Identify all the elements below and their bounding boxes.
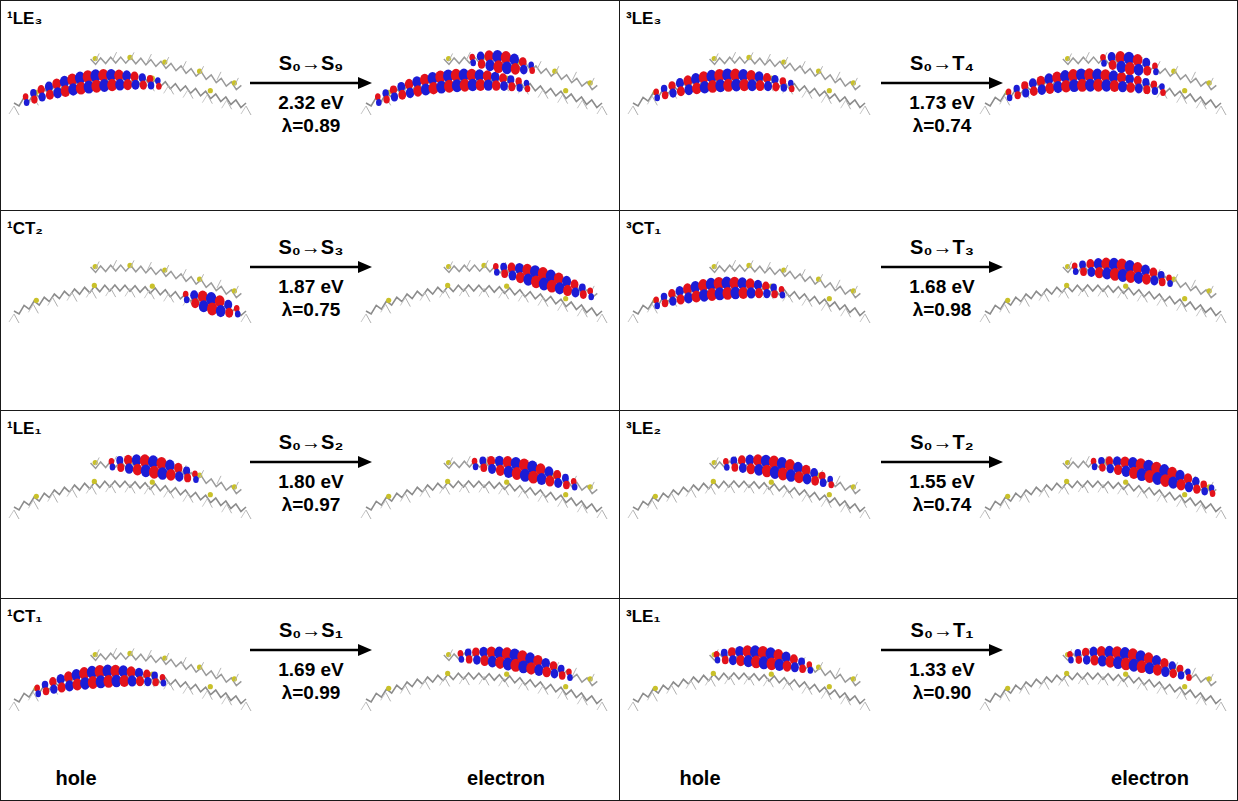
molecule-pair [9,260,607,323]
molecule-pair [628,258,1226,323]
molecule-pair [628,454,1226,519]
lambda-value: λ=0.74 [913,495,972,516]
transition-label: S₀→S₂ [279,431,344,453]
transition-label: S₀→T₄ [910,52,974,74]
molecule-pair [628,51,1226,115]
molecule-pair [9,454,607,519]
transition-label: S₀→S₃ [279,236,344,258]
transition-arrow [881,461,991,464]
transition-arrow [881,649,991,652]
state-label: ³LE₂ [626,419,661,439]
energy-value: 1.87 eV [278,277,344,298]
transition-arrow [250,266,360,269]
lambda-value: λ=0.75 [282,300,341,321]
lambda-value: λ=0.98 [913,300,972,321]
energy-value: 2.32 eV [278,93,344,114]
column-label: hole [679,767,720,789]
transition-arrow [250,461,360,464]
transition-label: S₀→S₁ [279,619,343,641]
state-label: ¹CT₁ [7,607,42,627]
state-label: ³LE₃ [626,9,661,29]
arrow-head [358,456,372,468]
energy-value: 1.69 eV [278,660,344,681]
column-label: electron [467,767,545,789]
transition-arrow [250,82,360,85]
transition-arrow [881,82,991,85]
molecule-pair [628,644,1226,711]
energy-value: 1.80 eV [278,472,344,493]
transition-label: S₀→T₂ [910,431,973,453]
energy-value: 1.55 eV [909,472,975,493]
transition-label: S₀→T₃ [910,236,974,258]
column-label: electron [1111,767,1189,789]
energy-value: 1.68 eV [909,277,975,298]
transition-label: S₀→S₉ [279,52,344,74]
arrow-head [358,644,372,656]
transition-arrow [881,266,991,269]
transition-arrow [250,649,360,652]
lambda-value: λ=0.74 [913,116,972,137]
lambda-value: λ=0.90 [913,683,972,704]
lambda-value: λ=0.89 [282,116,341,137]
lambda-value: λ=0.97 [282,495,341,516]
column-label: hole [55,767,96,789]
state-label: ³LE₁ [626,607,660,627]
state-label: ¹LE₃ [7,9,42,29]
arrow-head [989,456,1003,468]
energy-value: 1.33 eV [909,660,975,681]
arrow-head [989,644,1003,656]
state-label: ³CT₁ [626,219,661,239]
arrow-head [358,261,372,273]
state-label: ¹LE₁ [7,419,41,439]
arrow-head [989,261,1003,273]
molecule-pair [9,50,607,115]
state-label: ¹CT₂ [7,219,43,239]
molecule-pair [9,644,607,711]
arrow-head [358,77,372,89]
arrow-head [989,77,1003,89]
energy-value: 1.73 eV [909,93,975,114]
lambda-value: λ=0.99 [282,683,341,704]
transition-label: S₀→T₁ [911,619,974,641]
